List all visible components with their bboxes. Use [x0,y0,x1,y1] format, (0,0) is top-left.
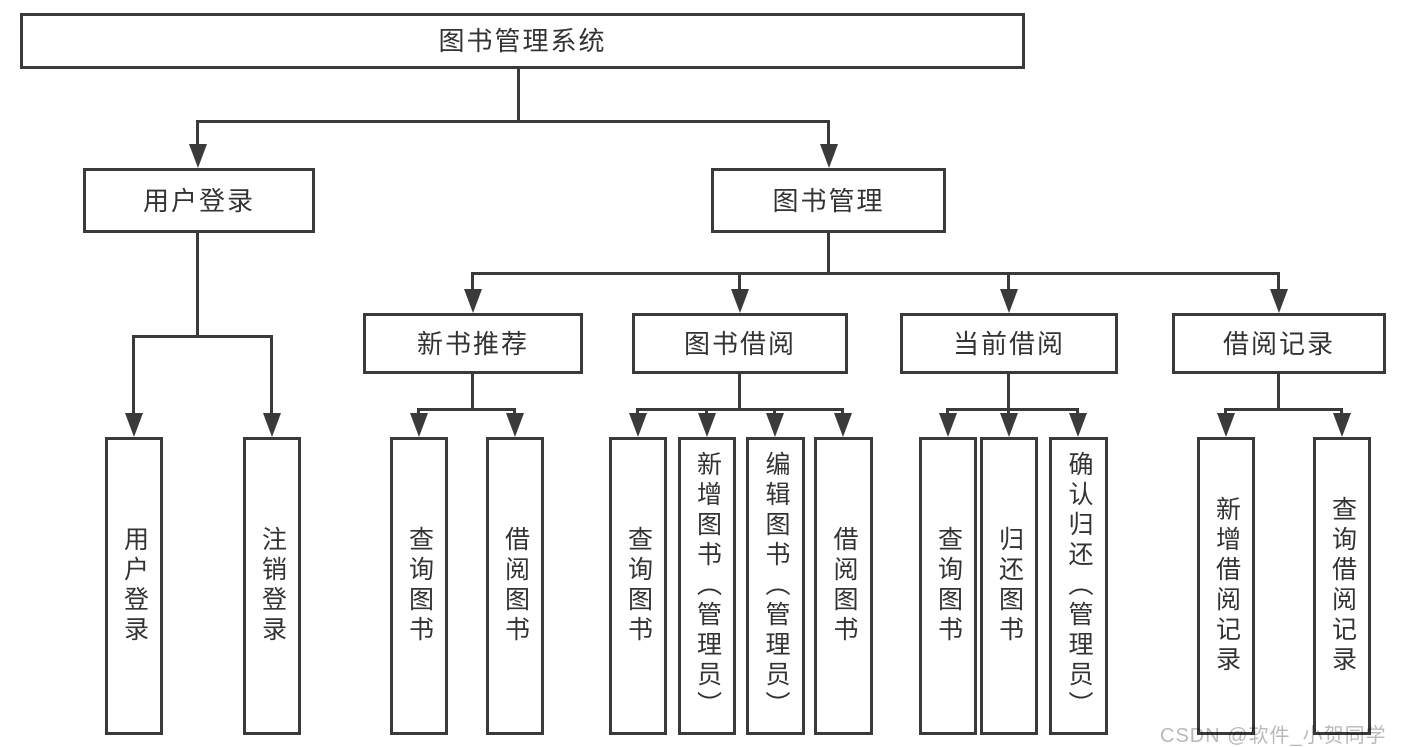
leaf-user-login: 用户登录 [105,437,163,735]
connector-current-borrow-hline [946,408,1079,411]
connector-borrow-record-hline [1224,408,1343,411]
arrow-down-icon [125,413,143,437]
connector-drop [1007,408,1010,415]
connector-drop-leaf-user-login [132,335,135,415]
leaf-borrow-borrow-books: 借阅图书 [814,437,873,735]
leaf-borrow-add-books-admin: 新增图书（管理员） [678,437,736,735]
arrow-down-icon [629,413,647,437]
connector-book-borrow-hline [636,408,844,411]
connector-drop [1340,408,1343,415]
connector-new-book-recommend-hline [417,408,516,411]
connector-drop [946,408,949,415]
arrow-down-icon [1000,413,1018,437]
connector-new-book-recommend-stub [471,374,474,411]
connector-drop-user-login [196,120,199,146]
connector-drop [1224,408,1227,415]
connector-drop [705,408,708,415]
connector-drop-book-management [827,120,830,146]
leaf-borrow-query-books: 查询图书 [609,437,667,735]
node-borrow-record: 借阅记录 [1172,313,1386,374]
arrow-down-icon [1000,289,1018,313]
connector-user-login-stub [196,233,199,338]
arrow-down-icon [410,413,428,437]
arrow-down-icon [834,413,852,437]
connector-borrow-record-stub [1277,374,1280,411]
arrow-down-icon [698,413,716,437]
node-current-borrow: 当前借阅 [900,313,1118,374]
arrow-down-icon [820,144,838,168]
node-new-book-recommend: 新书推荐 [363,313,583,374]
connector-root-hline [196,120,830,123]
leaf-record-add-borrow-record: 新增借阅记录 [1197,437,1255,735]
arrow-down-icon [766,413,784,437]
node-book-management: 图书管理 [711,168,946,233]
connector-drop-borrow-record [1277,272,1280,291]
connector-drop-current-borrow [1007,272,1010,291]
connector-book-management-hline [471,272,1280,275]
leaf-current-return-books: 归还图书 [980,437,1038,735]
arrow-down-icon [1333,413,1351,437]
connector-drop [417,408,420,415]
arrow-down-icon [464,289,482,313]
connector-drop [773,408,776,415]
connector-current-borrow-stub [1007,374,1010,411]
connector-root-stub [517,69,520,120]
connector-book-management-stub [827,233,830,275]
connector-drop-new-book-recommend [471,272,474,291]
leaf-logout-login: 注销登录 [243,437,301,735]
connector-drop-book-borrow [738,272,741,291]
arrow-down-icon [263,413,281,437]
node-user-login: 用户登录 [83,168,315,233]
connector-drop [1076,408,1079,415]
connector-user-login-hline [132,335,273,338]
arrow-down-icon [1069,413,1087,437]
arrow-down-icon [939,413,957,437]
leaf-current-query-books: 查询图书 [919,437,977,735]
leaf-newrec-query-books: 查询图书 [390,437,448,735]
connector-drop-leaf-logout [270,335,273,415]
connector-drop [636,408,639,415]
leaf-borrow-edit-books-admin: 编辑图书（管理员） [746,437,805,735]
arrow-down-icon [1217,413,1235,437]
node-book-borrow: 图书借阅 [632,313,848,374]
arrow-down-icon [731,289,749,313]
watermark: CSDN @软件_小贺同学 [1160,725,1387,747]
connector-drop [513,408,516,415]
connector-drop [841,408,844,415]
connector-book-borrow-stub [738,374,741,411]
leaf-record-query-borrow-record: 查询借阅记录 [1313,437,1371,735]
node-library-management-system: 图书管理系统 [20,13,1025,69]
leaf-newrec-borrow-books: 借阅图书 [486,437,544,735]
arrow-down-icon [506,413,524,437]
arrow-down-icon [189,144,207,168]
arrow-down-icon [1270,289,1288,313]
leaf-current-confirm-return-admin: 确认归还（管理员） [1049,437,1108,735]
